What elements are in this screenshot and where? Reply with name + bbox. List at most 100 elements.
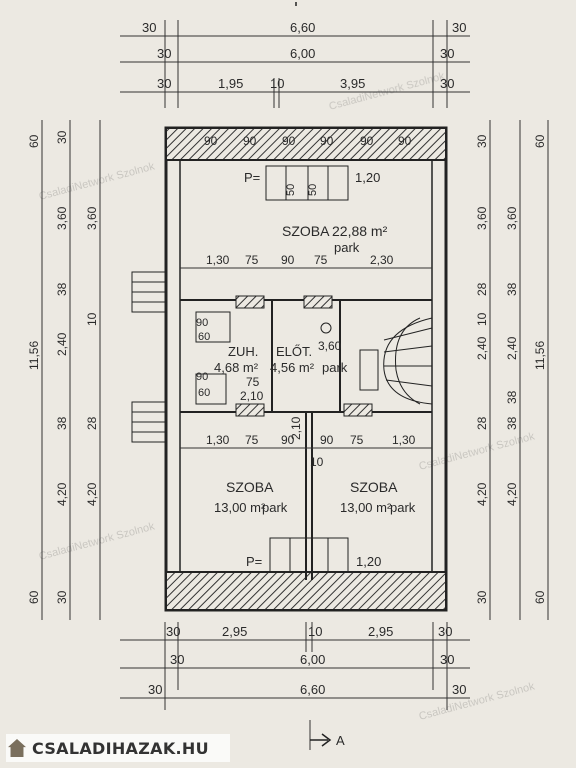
dim-right: 28 — [475, 282, 489, 296]
logo-text: CSALADIHAZAK.HU — [32, 738, 209, 758]
dim-bottom: 30 — [438, 624, 452, 639]
wall-block — [343, 403, 373, 417]
small-dim: 60 — [198, 331, 210, 343]
top-room-area: 22,88 m² — [332, 223, 388, 239]
dim-right: 38 — [505, 416, 519, 430]
small-dim: 90 — [196, 317, 208, 329]
mid-dim: 2,30 — [370, 253, 394, 267]
dim-right-outer: 60 — [533, 590, 547, 604]
mid-dim: 90 — [281, 253, 295, 267]
dim-left: 60 — [27, 590, 41, 604]
dim-bottom: 30 — [166, 624, 180, 639]
right-dimensions — [489, 120, 549, 620]
dim-right: 4,20 — [475, 482, 489, 506]
dim-top-1c: 30 — [452, 20, 466, 35]
small-dim-75: 75 — [246, 375, 260, 389]
dim-right-outer: 38 — [505, 390, 519, 404]
dim-right: 28 — [475, 416, 489, 430]
dim-top-3e: 30 — [440, 76, 454, 91]
dim-top-3d: 3,95 — [340, 76, 365, 91]
svg-text:CsaladiNetwork Szolnok: CsaladiNetwork Szolnok — [418, 680, 537, 723]
p-label-top: P= — [244, 170, 260, 185]
house-icon — [8, 739, 26, 757]
window-dim-top: 1,20 — [355, 170, 380, 185]
bottom-left-room-name: SZOBA — [226, 479, 274, 495]
dim-right: 30 — [475, 590, 489, 604]
dim-bottom: 2,95 — [368, 624, 393, 639]
bath-area: 4,68 m² — [214, 360, 259, 375]
bath-name: ZUH. — [228, 344, 258, 359]
mid-dim: 90 — [320, 433, 334, 447]
dim-top-3c: 10 — [270, 76, 284, 91]
dim-left-inner: 30 — [55, 590, 69, 604]
bottom-left-room-floor: park — [262, 500, 288, 515]
dim-top-2c: 30 — [440, 46, 454, 61]
mid-dim: 75 — [314, 253, 328, 267]
watermark: CsaladiNetwork Szolnok CsaladiNetwork Sz… — [38, 70, 537, 723]
balcony-dim: 90 — [320, 134, 334, 148]
dim-bottom: 6,00 — [300, 652, 325, 667]
mid-dim: 1,30 — [206, 253, 230, 267]
dim-left-inner: 28 — [85, 416, 99, 430]
small-dim: 90 — [196, 371, 208, 383]
dim-bottom: 2,95 — [222, 624, 247, 639]
dim-left-inner: 4,20 — [85, 482, 99, 506]
svg-text:CsaladiNetwork Szolnok: CsaladiNetwork Szolnok — [38, 520, 157, 563]
mid-dim: 1,30 — [206, 433, 230, 447]
dim-top-1a: 30 — [142, 20, 156, 35]
dim-left: 4,20 — [55, 482, 69, 506]
site-logo[interactable]: CSALADIHAZAK.HU — [6, 734, 230, 762]
bottom-right-room-area: 13,00 m² — [340, 500, 392, 515]
dim-right-outer: 38 — [505, 282, 519, 296]
staircase — [359, 317, 433, 405]
small-dim-210b: 2,10 — [289, 416, 303, 440]
svg-text:CsaladiNetwork Szolnok: CsaladiNetwork Szolnok — [38, 160, 157, 203]
hall-floor: park — [322, 360, 348, 375]
dim-left: 3,60 — [55, 206, 69, 230]
dim-bottom: 30 — [452, 682, 466, 697]
dim-top-3b: 1,95 — [218, 76, 243, 91]
balcony-dim: 90 — [360, 134, 374, 148]
dim-top-3a: 30 — [157, 76, 171, 91]
bath-fixtures — [195, 311, 332, 405]
dim-left: 11,56 — [27, 341, 41, 370]
dim-right-outer: 60 — [533, 134, 547, 148]
bottom-left-room-area: 13,00 m² — [214, 500, 266, 515]
balcony-dim: 90 — [282, 134, 296, 148]
small-dim-50b: 50 — [307, 184, 319, 196]
wall-block — [235, 295, 265, 309]
dim-right-outer: 2,40 — [505, 336, 519, 360]
small-dim: 60 — [198, 387, 210, 399]
top-room-label: SZOBA 22,88 m² park — [282, 223, 388, 255]
section-marker: A — [336, 733, 345, 748]
balcony-dim: 90 — [204, 134, 218, 148]
dim-left-inner: 38 — [55, 416, 69, 430]
left-dimensions — [41, 120, 101, 620]
mid-dim: 90 — [281, 433, 295, 447]
mid-dim: 75 — [245, 253, 259, 267]
small-dim: 10 — [310, 455, 324, 469]
dim-top-2a: 30 — [157, 46, 171, 61]
mid-dim: 75 — [245, 433, 259, 447]
wall-block — [303, 295, 333, 309]
top-window-block — [265, 165, 349, 201]
dim-right-outer: 11,56 — [533, 341, 547, 370]
window-dim-bottom: 1,20 — [356, 554, 381, 569]
dim-right: 2,40 — [475, 336, 489, 360]
dim-bottom: 30 — [440, 652, 454, 667]
dim-left-inner: 2,40 — [55, 332, 69, 356]
hall-extra: 3,60 — [318, 339, 342, 353]
bottom-right-room-floor: park — [390, 500, 416, 515]
dim-bottom: 6,60 — [300, 682, 325, 697]
balcony-dims: 90 90 90 90 90 90 — [204, 134, 412, 148]
dim-left-inner: 10 — [85, 312, 99, 326]
section-arrow-icon — [310, 733, 332, 747]
dim-right-outer: 4,20 — [505, 482, 519, 506]
dim-right: 3,60 — [475, 206, 489, 230]
dim-bottom: 30 — [170, 652, 184, 667]
bottom-dimensions — [120, 622, 470, 750]
left-stubs — [131, 271, 167, 443]
dim-right-outer: 3,60 — [505, 206, 519, 230]
hall-name: ELŐT. — [276, 344, 312, 359]
